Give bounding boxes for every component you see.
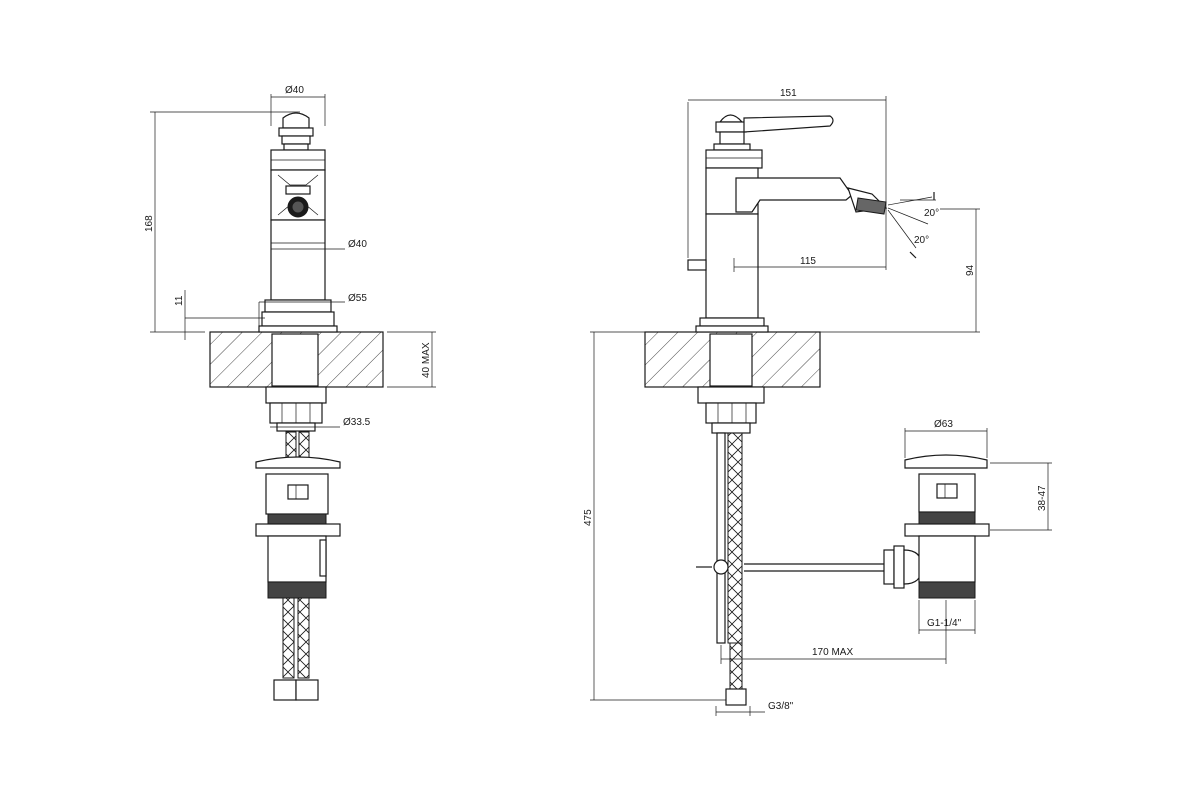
dim-170-max: 170 MAX xyxy=(812,647,853,658)
flex-hose-left-c xyxy=(282,597,295,679)
fixing-nut-side xyxy=(697,386,765,434)
flex-hose-right-lower xyxy=(729,642,743,690)
tap-head-side xyxy=(705,114,834,169)
side-view: 151 20° 20° 115 94 475 Ø63 38-47 xyxy=(583,88,1052,716)
front-view: Ø40 168 11 Ø40 Ø55 40 MAX Ø33.5 xyxy=(144,85,436,701)
dimensions-side: 151 20° 20° 115 94 475 Ø63 38-47 xyxy=(583,88,1052,716)
dim-168: 168 xyxy=(144,215,155,232)
dim-115: 115 xyxy=(800,256,816,267)
tap-head-front xyxy=(270,112,326,221)
dim-475: 475 xyxy=(583,509,594,526)
dim-d63: Ø63 xyxy=(934,419,953,430)
dimensions-front: Ø40 168 11 Ø40 Ø55 40 MAX Ø33.5 xyxy=(144,85,436,428)
fixing-nut-front xyxy=(265,386,327,432)
rod-side xyxy=(716,432,726,644)
dim-g3-8: G3/8" xyxy=(768,701,794,712)
dim-d33-5: Ø33.5 xyxy=(343,417,371,428)
dim-151: 151 xyxy=(780,88,797,99)
waste-side xyxy=(904,454,990,599)
dim-angle-upper: 20° xyxy=(924,208,939,219)
dim-94: 94 xyxy=(965,264,976,276)
flex-hose-left-b xyxy=(298,431,310,459)
dim-d40-top: Ø40 xyxy=(285,85,304,96)
tap-body-side xyxy=(687,102,853,333)
flex-hose-left-d xyxy=(297,597,310,679)
bidet-nozzle xyxy=(847,187,935,259)
dim-d40-body: Ø40 xyxy=(348,239,367,250)
tap-body-front xyxy=(258,219,338,333)
dim-angle-lower: 20° xyxy=(914,235,929,246)
pull-rod xyxy=(696,545,923,589)
dim-d55: Ø55 xyxy=(348,293,367,304)
dim-g1-1-4: G1-1/4" xyxy=(927,618,962,629)
flex-hose-right xyxy=(727,432,743,644)
dim-38-47: 38-47 xyxy=(1037,485,1048,511)
waste-front xyxy=(255,456,341,599)
dim-40-max: 40 MAX xyxy=(421,342,432,378)
flex-hose-left-a xyxy=(285,431,297,459)
dim-11: 11 xyxy=(174,295,185,306)
